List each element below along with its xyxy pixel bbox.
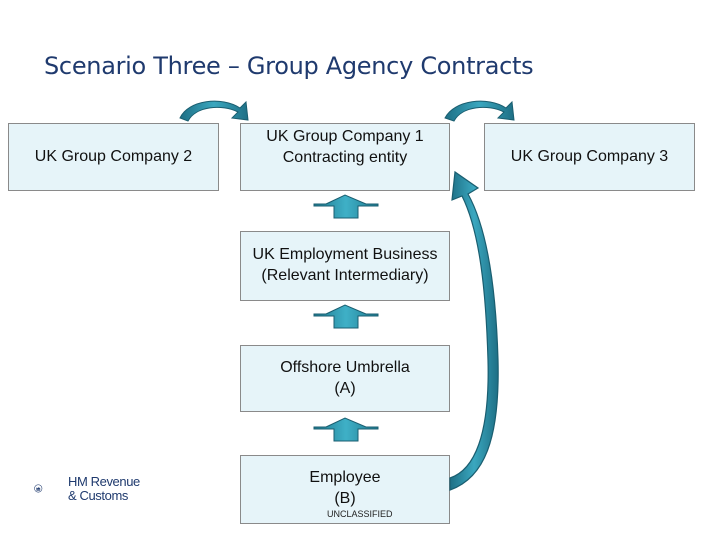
hmrc-crest-icon [34, 484, 43, 493]
up-arrow-1 [313, 194, 379, 219]
box-label: UK Group Company 3 [510, 147, 669, 165]
box-label: UK Group Company 1 Contracting entity [266, 128, 424, 166]
up-arrow-2 [313, 304, 379, 329]
up-arrow-3 [313, 417, 379, 442]
box-uk-employment-business: UK Employment Business (Relevant Interme… [240, 231, 450, 301]
classification-label: UNCLASSIFIED [327, 509, 393, 519]
curved-arrow-employee-to-company1 [449, 170, 499, 491]
slide-title: Scenario Three – Group Agency Contracts [44, 52, 534, 80]
box-offshore-umbrella: Offshore Umbrella (A) [240, 345, 450, 412]
box-label: Employee (B) [309, 469, 381, 507]
box-label: Offshore Umbrella (A) [280, 358, 410, 397]
logo-line-1: HM Revenue [68, 474, 140, 489]
box-uk-group-company-1: UK Group Company 1 Contracting entity [240, 123, 450, 191]
box-label: UK Employment Business (Relevant Interme… [252, 246, 438, 284]
box-uk-group-company-2: UK Group Company 2 [8, 123, 219, 191]
box-uk-group-company-3: UK Group Company 3 [484, 123, 695, 191]
box-label: UK Group Company 2 [34, 147, 193, 165]
logo-line-2: & Customs [68, 488, 128, 503]
hmrc-logo-text: HM Revenue & Customs [68, 475, 140, 503]
curved-arrow-right [444, 100, 515, 122]
box-employee: Employee (B) [240, 455, 450, 524]
curved-arrow-left [179, 100, 249, 122]
